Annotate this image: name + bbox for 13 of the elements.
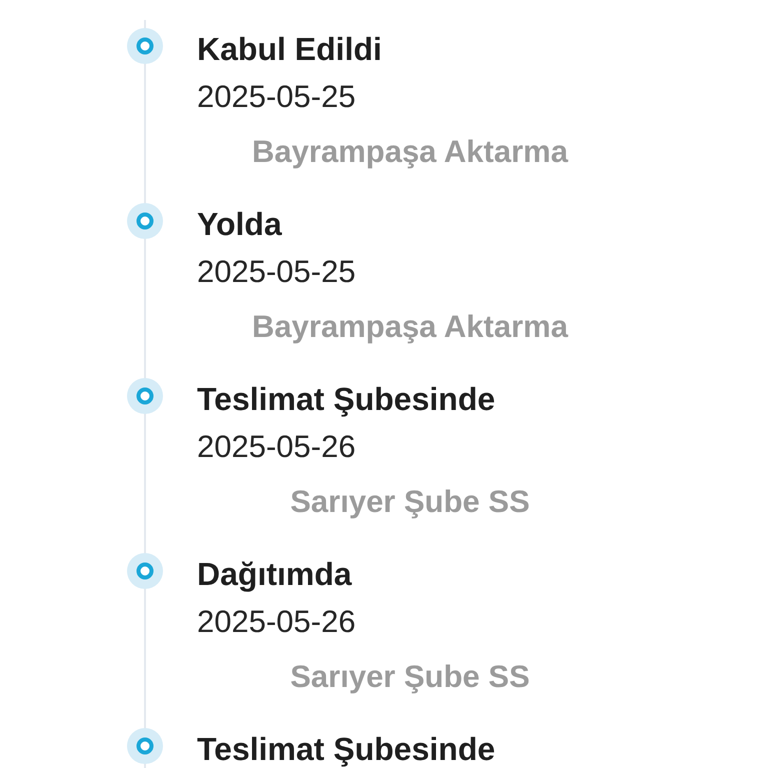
status-title: Yolda [197,208,283,240]
date-text: 2025-05-25 [197,256,357,287]
location-text: Sarıyer Şube SS [289,661,531,692]
location-text: Sarıyer Şube SS [289,486,531,517]
status-title: Dağıtımda [197,558,353,590]
date-text: 2025-05-25 [197,81,357,112]
status-title: Kabul Edildi [197,33,383,65]
date-text: 2025-05-26 [197,606,357,637]
date-text: 2025-05-26 [197,431,357,462]
status-title: Teslimat Şubesinde [197,383,496,415]
location-text: Bayrampaşa Aktarma [251,136,570,167]
status-title: Teslimat Şubesinde [197,733,496,765]
location-text: Bayrampaşa Aktarma [251,311,570,342]
